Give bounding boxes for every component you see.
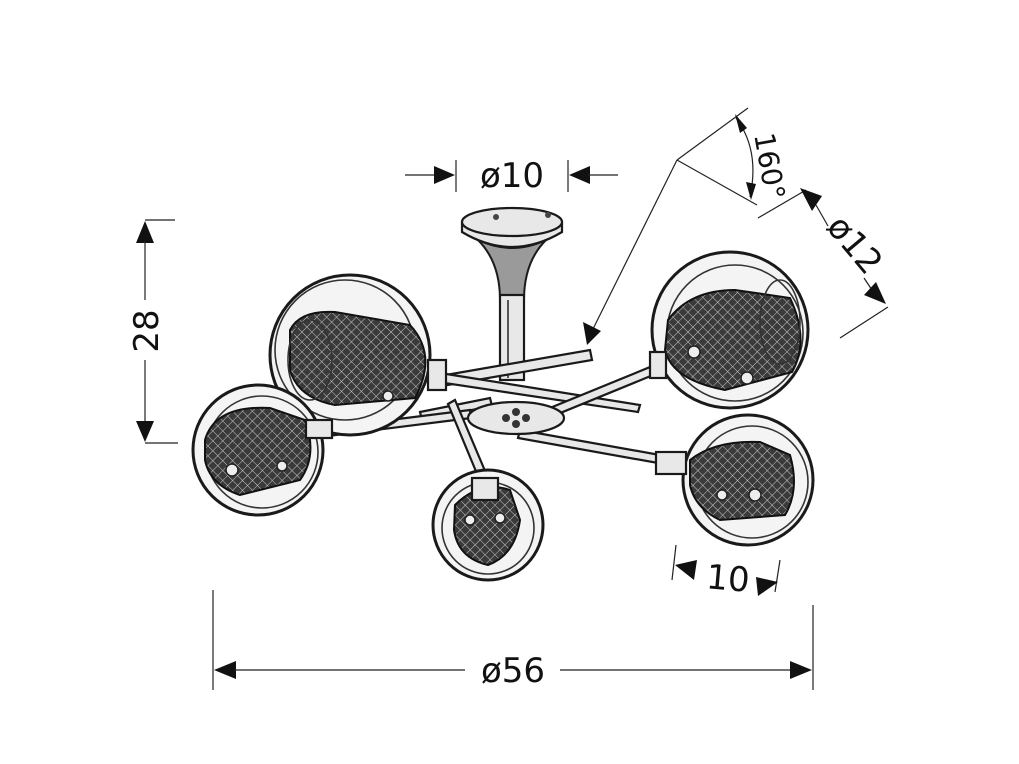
shade-top-left <box>268 273 448 437</box>
shade-left <box>191 383 334 517</box>
shade-depth-label: 10 <box>705 557 752 601</box>
dimension-rotation-angle: 160° <box>583 107 791 345</box>
shade-right <box>654 413 815 547</box>
shade-top-right <box>648 250 810 410</box>
height-label: 28 <box>127 309 167 352</box>
dimension-canopy-diameter: ø10 <box>405 156 618 196</box>
dimension-shade-depth: 10 <box>671 544 781 601</box>
shade-bottom <box>431 468 545 582</box>
overall-diameter-label: ø56 <box>481 651 545 691</box>
canopy-diameter-label: ø10 <box>480 156 544 196</box>
dimension-height: 28 <box>127 219 178 444</box>
rotation-angle-label: 160° <box>747 130 791 202</box>
lamp-canopy <box>460 206 564 382</box>
dimension-overall-diameter: ø56 <box>212 590 814 691</box>
shade-diameter-label: ø12 <box>819 208 891 283</box>
